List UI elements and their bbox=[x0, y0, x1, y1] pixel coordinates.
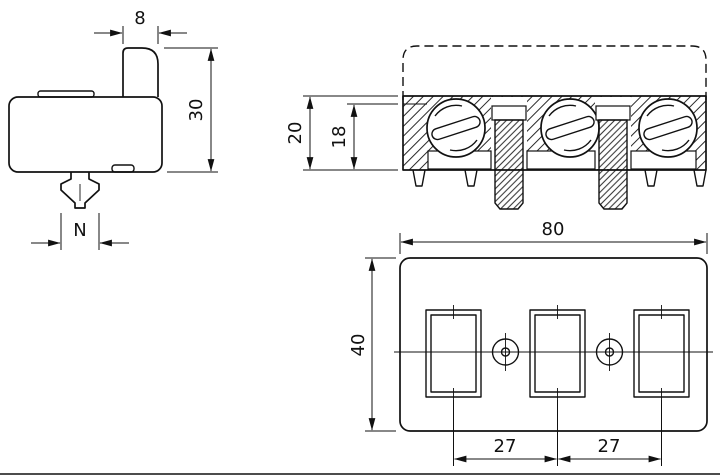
dim-pitch: 27 27 bbox=[453, 400, 662, 466]
stud-shank bbox=[598, 119, 628, 210]
dim-front-inner-height: 18 bbox=[329, 103, 398, 170]
front-body-outline bbox=[402, 95, 707, 171]
screw-slot bbox=[545, 115, 595, 141]
dim-plate-width: 80 bbox=[399, 219, 708, 254]
threaded-stud-2 bbox=[595, 105, 631, 210]
cutout-2 bbox=[529, 305, 586, 402]
plate-outline bbox=[399, 257, 708, 432]
top-pad bbox=[37, 90, 95, 98]
dim-overall-height-side: 30 bbox=[164, 47, 218, 173]
cutout-1 bbox=[425, 305, 482, 402]
threaded-stud-1 bbox=[491, 105, 527, 210]
mounting-foot-3 bbox=[644, 169, 658, 187]
cover-outline-dashed bbox=[402, 45, 707, 100]
dim-tab-width: 8 bbox=[94, 8, 187, 44]
screw-wing-top bbox=[646, 104, 675, 117]
snap-clip bbox=[60, 172, 100, 209]
screw-slot bbox=[431, 115, 481, 141]
side-view bbox=[8, 47, 163, 209]
stud-collar bbox=[595, 105, 631, 121]
screw-terminal-2 bbox=[540, 98, 600, 158]
stud-collar bbox=[491, 105, 527, 121]
front-view bbox=[402, 45, 707, 210]
dim-plate-depth: 40 bbox=[348, 257, 396, 432]
screw-terminal-3 bbox=[638, 98, 698, 158]
mounting-foot-1 bbox=[412, 169, 426, 187]
screw-slot bbox=[643, 115, 693, 141]
screw-terminal-1 bbox=[426, 98, 486, 158]
mounting-tab bbox=[122, 47, 159, 97]
screw-wing-bottom bbox=[661, 139, 690, 152]
dim-label-27-right: 27 bbox=[598, 436, 621, 457]
screw-wing-bottom bbox=[449, 139, 478, 152]
mounting-foot-4 bbox=[693, 169, 707, 187]
screw-hole-left bbox=[491, 333, 520, 371]
screw-wing-bottom bbox=[563, 139, 592, 152]
mounting-foot-2 bbox=[464, 169, 478, 187]
dim-front-overall-height: 20 bbox=[285, 95, 398, 171]
dim-label-27-left: 27 bbox=[494, 436, 517, 457]
dim-label-20: 20 bbox=[285, 122, 306, 145]
dim-label-18: 18 bbox=[329, 126, 350, 149]
dim-label-N: N bbox=[73, 220, 86, 241]
dim-label-30: 30 bbox=[186, 99, 207, 122]
stud-shank bbox=[494, 119, 524, 210]
cutout-3 bbox=[633, 305, 690, 402]
screw-wing-top bbox=[434, 104, 463, 117]
side-body-outline bbox=[8, 96, 163, 173]
dim-clip-width: N bbox=[31, 213, 129, 250]
screw-wing-top bbox=[548, 104, 577, 117]
plan-view bbox=[394, 257, 713, 432]
bottom-notch bbox=[111, 164, 135, 173]
dim-label-40: 40 bbox=[348, 334, 369, 357]
screw-hole-right bbox=[595, 333, 624, 371]
dim-label-8: 8 bbox=[134, 8, 145, 29]
dim-label-80: 80 bbox=[542, 219, 565, 240]
